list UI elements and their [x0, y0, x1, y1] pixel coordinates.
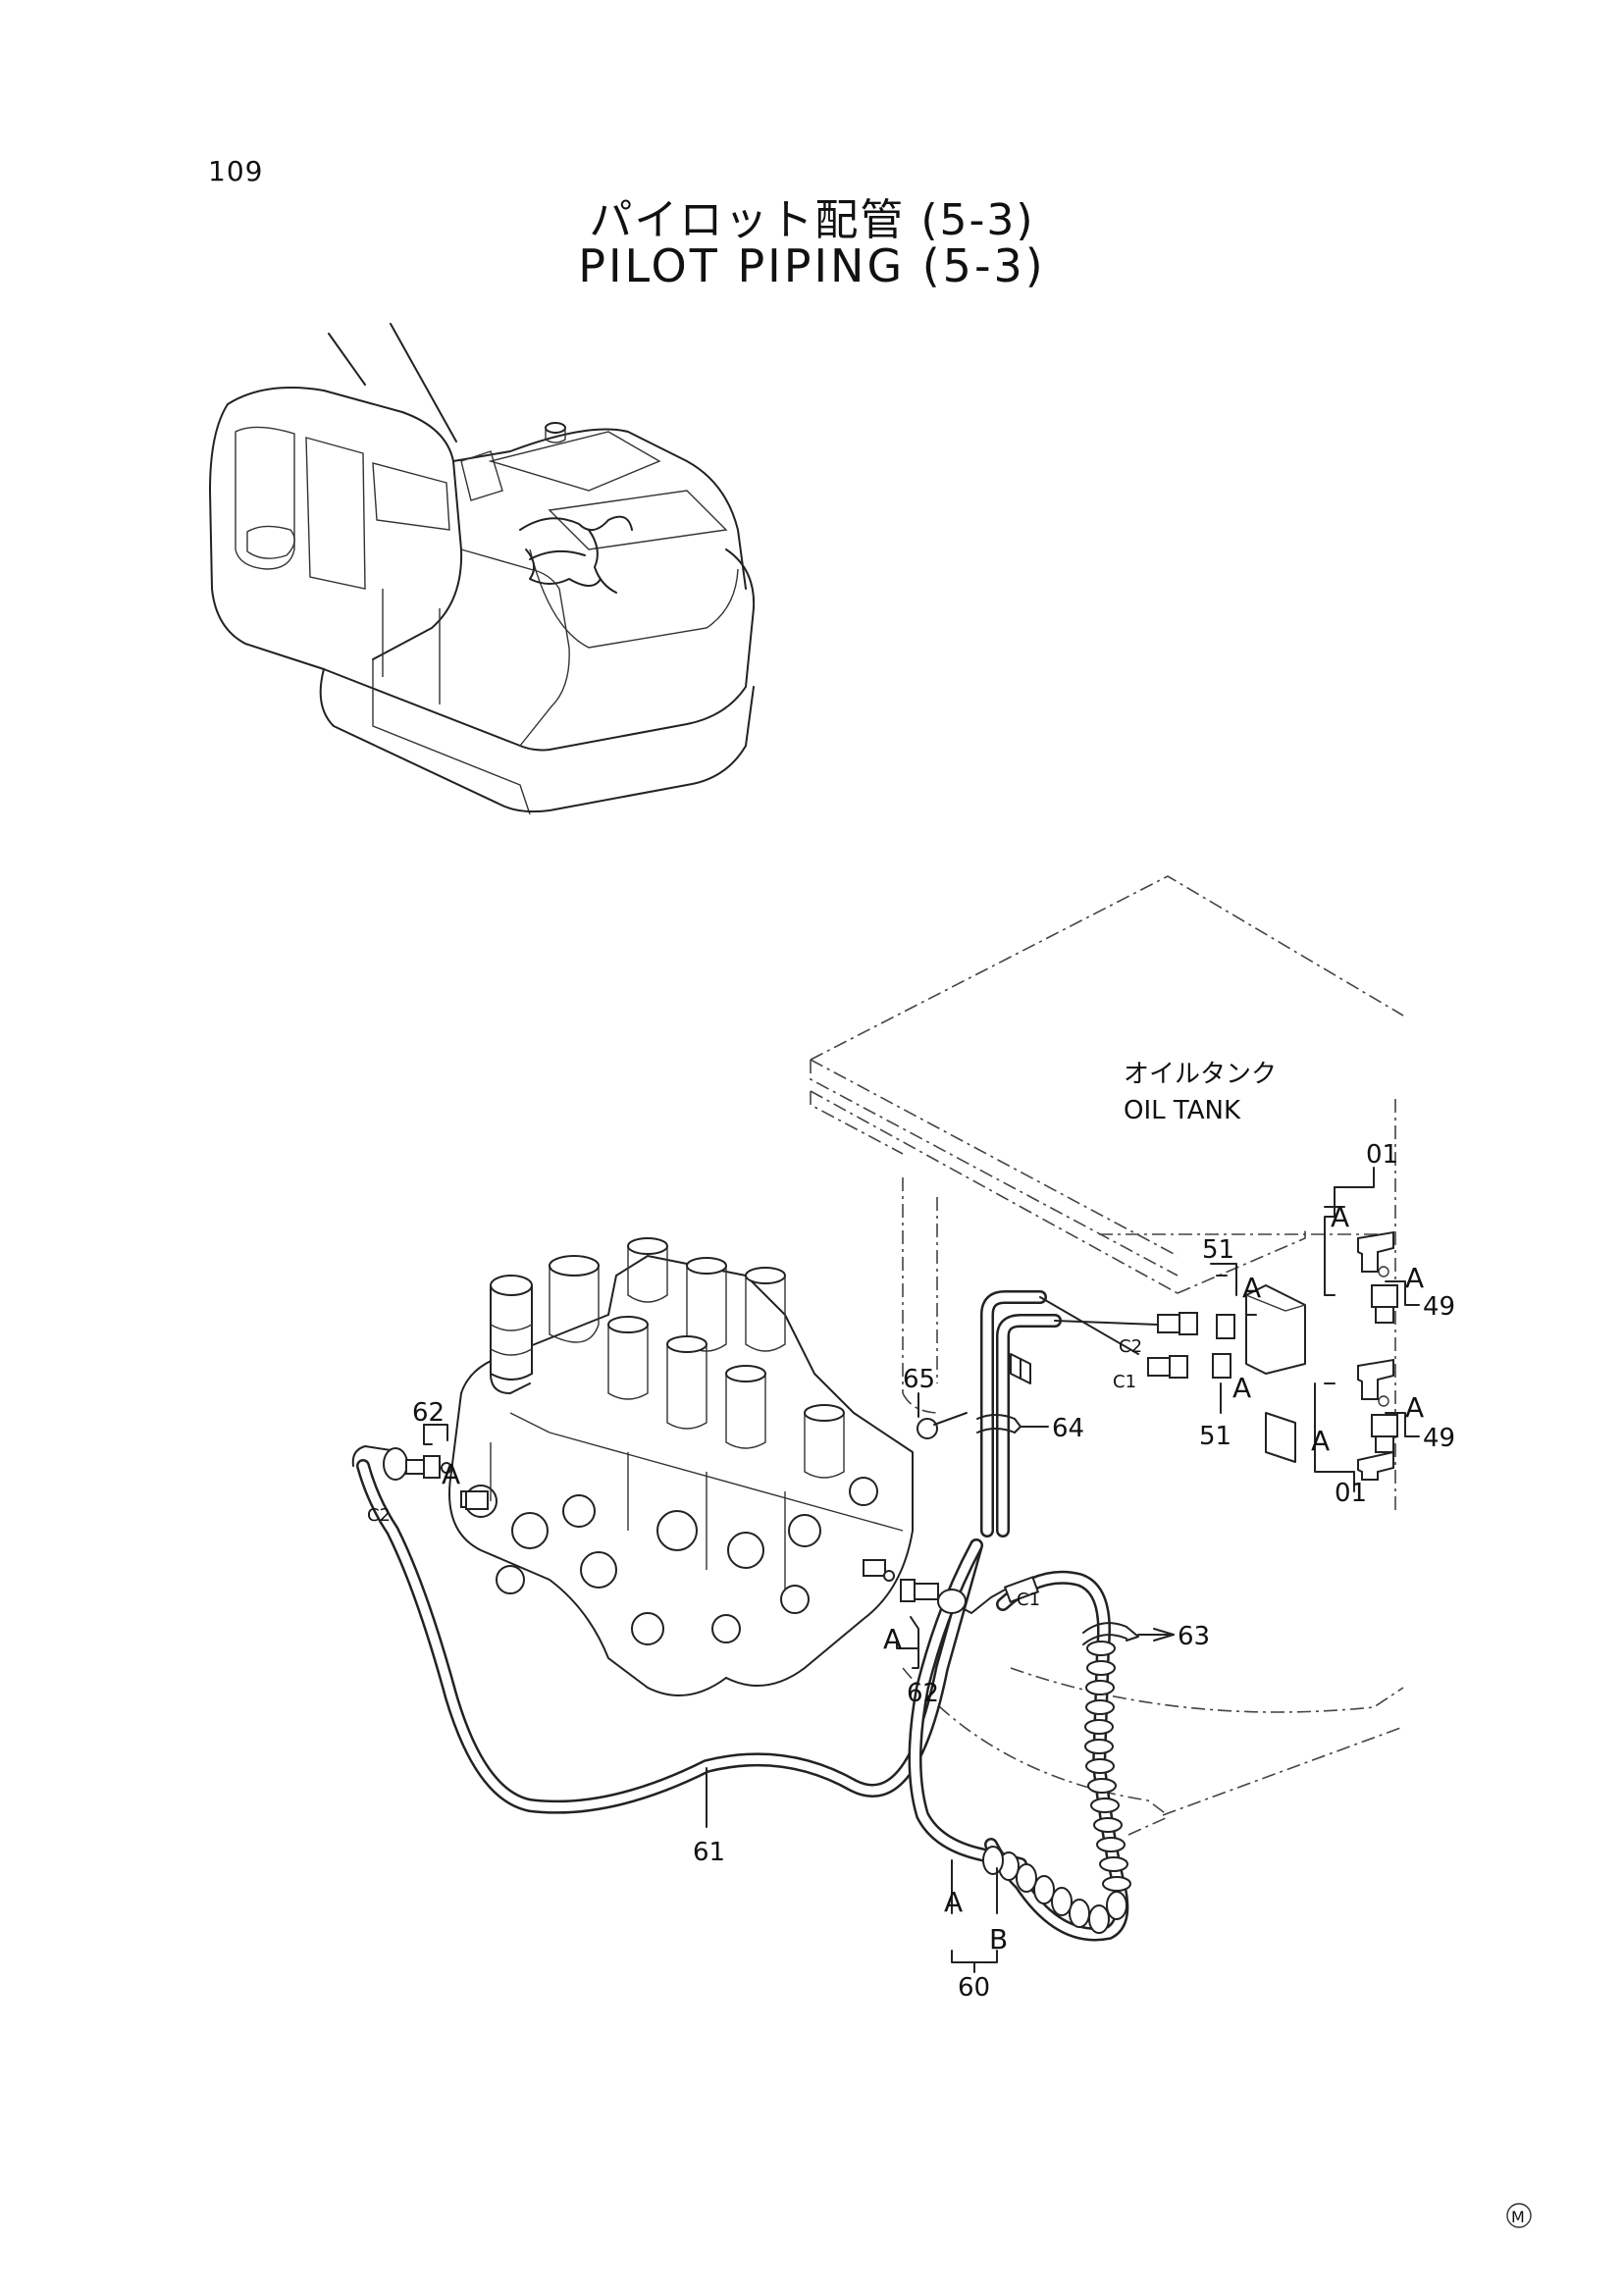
callout-62-left: 62 [412, 1398, 445, 1428]
callout-60: 60 [958, 1973, 990, 2003]
mark-a-01-bottom: A [1311, 1425, 1330, 1457]
mark-c1-tank: C1 [1113, 1372, 1136, 1392]
tank-fittings [1039, 1230, 1398, 1481]
mark-a-01-top: A [1331, 1201, 1349, 1233]
page-title-english: PILOT PIPING (5-3) [578, 239, 1046, 292]
mark-a-62-right: A [883, 1623, 902, 1655]
callout-51-bottom: 51 [1199, 1422, 1231, 1451]
mark-a-60: A [944, 1886, 963, 1918]
callout-65: 65 [903, 1365, 935, 1394]
page-title-japanese: パイロット配管 (5-3) [589, 195, 1035, 245]
mark-a-49-top: A [1405, 1262, 1424, 1294]
callout-62-right: 62 [907, 1679, 939, 1708]
leader-lines [423, 1167, 1420, 1973]
mark-b-60: B [989, 1923, 1008, 1955]
mark-a-51-top: A [1242, 1272, 1261, 1304]
footer-mark: M [1511, 2208, 1525, 2226]
hose-60 [883, 1290, 1139, 1942]
mark-c2-valve: C2 [367, 1505, 391, 1526]
callout-01-top: 01 [1366, 1140, 1398, 1170]
callout-61: 61 [693, 1838, 725, 1867]
mark-a-51-bottom: A [1232, 1372, 1251, 1404]
callout-63: 63 [1178, 1622, 1210, 1651]
oil-tank-label-en: OIL TANK [1124, 1096, 1241, 1125]
page-number: 109 [208, 155, 264, 187]
control-valve [448, 1237, 914, 1696]
callout-64: 64 [1052, 1414, 1084, 1443]
excavator-overview [209, 323, 756, 815]
mark-c2-tank: C2 [1119, 1336, 1142, 1357]
mark-c1-valve: C1 [1017, 1590, 1040, 1610]
callout-49-top: 49 [1423, 1292, 1455, 1322]
oil-tank-label-jp: オイルタンク [1124, 1060, 1277, 1089]
mark-a-62-left: A [442, 1458, 460, 1490]
hose-61 [351, 1445, 983, 1814]
mark-a-49-bottom: A [1405, 1391, 1424, 1424]
callout-01-bottom: 01 [1335, 1479, 1367, 1508]
callout-49-bottom: 49 [1423, 1424, 1455, 1453]
callout-51-top: 51 [1202, 1235, 1234, 1265]
